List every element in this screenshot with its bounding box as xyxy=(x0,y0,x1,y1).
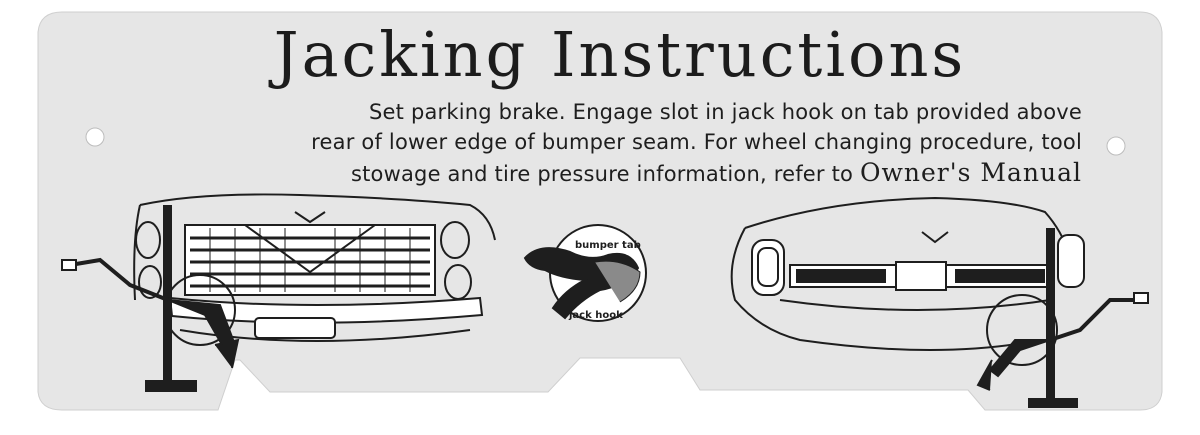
instruction-line-3-text: stowage and tire pressure information, r… xyxy=(350,162,860,186)
mounting-hole-right xyxy=(1106,136,1126,156)
page-title: Jacking Instructions xyxy=(273,18,967,91)
car-front-jack-illustration xyxy=(61,193,496,392)
jack-hook-label: jack hook xyxy=(568,310,623,321)
instruction-line-3: stowage and tire pressure information, r… xyxy=(0,158,1082,187)
owners-manual-reference: Owner's Manual xyxy=(860,158,1082,187)
car-rear-jack-illustration xyxy=(730,196,1149,408)
bumper-tab-jack-hook-detail xyxy=(523,224,647,322)
mounting-hole-left xyxy=(85,127,105,147)
instruction-line-1: Set parking brake. Engage slot in jack h… xyxy=(368,100,1082,124)
bumper-tab-label: bumper tab xyxy=(575,240,641,251)
instruction-line-2: rear of lower edge of bumper seam. For w… xyxy=(311,130,1082,154)
